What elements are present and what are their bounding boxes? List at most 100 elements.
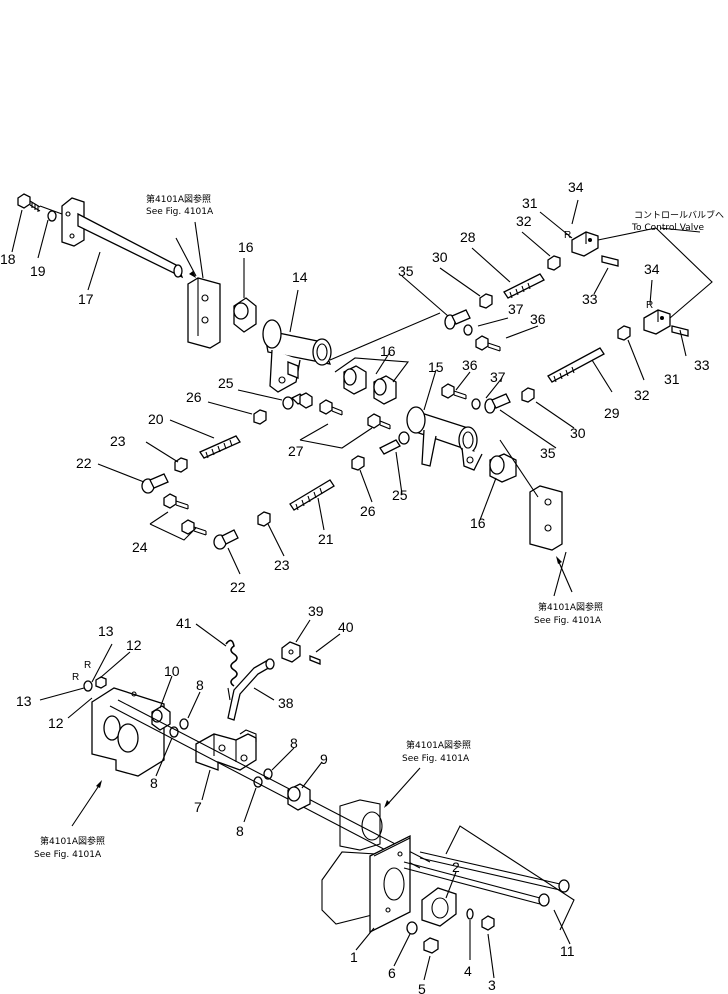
part-label-4: 4 [464,963,472,979]
part-32-nut [547,255,561,271]
part-label-20: 20 [148,411,164,427]
part-40-pin [309,655,321,665]
side-r-1: R [564,230,571,241]
part-31-clevis-lower [643,309,671,335]
ref-label-en-3: See Fig. 4101A [34,850,102,860]
part-1-plate [369,834,411,934]
part-25-bolt-lower [379,431,410,455]
part-label-37-a: 37 [508,301,524,317]
control-valve-label-jp: コントロールバルブへ [634,209,724,221]
part-29-stud [547,347,605,383]
part-label-23-a: 23 [110,433,126,449]
part-39-nut [281,641,301,663]
part-37-washer [471,398,481,410]
part-7-bracket [195,729,257,771]
part-label-32-b: 32 [634,387,650,403]
part-label-25-b: 25 [392,487,408,503]
part-label-34-a: 34 [568,179,584,195]
part-label-21: 21 [318,531,334,547]
part-8-spacer-b [179,718,189,730]
part-label-26-b: 26 [360,503,376,519]
part-label-7: 7 [194,799,202,815]
part-30-nut [521,387,535,403]
part-label-33-a: 33 [582,291,598,307]
part-38-rod [227,658,275,721]
ref-label-en-2: See Fig. 4101A [534,616,602,626]
part-label-22-b: 22 [230,579,246,595]
part-label-6: 6 [388,965,396,981]
part-12-washer [83,680,93,692]
ref-label-jp-3: 第4101A図参照 [40,835,105,847]
part-35-pins [444,309,511,414]
part-label-12-a: 12 [126,637,142,653]
part-22-pin-lower [213,529,239,550]
part-label-31-a: 31 [522,195,538,211]
part-label-16-b: 16 [380,343,396,359]
control-valve-label-en: To Control Valve [631,223,705,233]
part-label-2: 2 [452,859,460,875]
part-26-nut [253,409,267,425]
part-31-clevis [571,231,599,257]
part-2-flange [421,887,457,927]
part-label-23-b: 23 [274,557,290,573]
part-label-35-b: 35 [540,445,556,461]
part-label-27: 27 [288,443,304,459]
part-4-washer [466,908,474,920]
part-label-16-a: 16 [238,239,254,255]
plate-lower-right [529,485,563,551]
part-label-30-a: 30 [432,249,448,265]
part-label-24: 24 [132,539,148,555]
part-label-14: 14 [292,269,308,285]
part-label-18: 18 [0,251,16,267]
part-32-nut-lower [617,325,631,341]
part-16-bushing-pair [343,365,397,405]
part-22-pin [141,473,169,494]
part-23-nut-lower [257,511,271,527]
ref-label-en-1: See Fig. 4101A [146,207,214,217]
part-label-8-b: 8 [150,775,158,791]
part-13-nut [95,676,107,689]
part-23-nut [174,457,188,473]
part-26-nut-lower [351,455,365,471]
part-15-lever-tube [406,406,483,471]
part-14-lever-tube [262,319,332,393]
part-30-nut-upper [479,293,493,309]
part-36-bolts [441,335,501,400]
part-label-31-b: 31 [664,371,680,387]
ref-label-jp-4: 第4101A図参照 [406,739,471,751]
part-label-35-a: 35 [398,263,414,279]
side-r-2: R [646,300,653,311]
part-6-washer [406,921,418,935]
part-label-9: 9 [320,751,328,767]
plate-upper-left [187,277,221,349]
part-label-36-b: 36 [462,357,478,373]
part-17-shaft [61,197,184,279]
part-label-22-a: 22 [76,455,92,471]
part-9-bushing [287,783,311,811]
part-label-12-b: 12 [48,715,64,731]
part-16-bushing [233,297,257,333]
part-41-spring [225,639,238,701]
part-24-bolts [163,493,207,536]
ref-arrows [71,237,573,827]
part-label-40: 40 [338,619,354,635]
part-label-16-c: 16 [470,515,486,531]
part-label-25-a: 25 [218,375,234,391]
part-label-28: 28 [460,229,476,245]
part-21-stud [289,479,335,511]
part-27-bolts [319,399,391,430]
part-label-29: 29 [604,405,620,421]
side-r-4: R [84,660,91,671]
side-r-3: R [72,672,79,683]
part-3-bolt [481,915,495,931]
part-label-10: 10 [164,663,180,679]
part-label-26-a: 26 [186,389,202,405]
part-label-15: 15 [428,359,444,375]
part-label-8-d: 8 [236,823,244,839]
part-label-34-b: 34 [644,261,660,277]
part-label-30-b: 30 [570,425,586,441]
part-label-37-b: 37 [490,369,506,385]
part-28-stud [503,273,545,299]
part-label-33-b: 33 [694,357,710,373]
part-label-36-a: 36 [530,311,546,327]
